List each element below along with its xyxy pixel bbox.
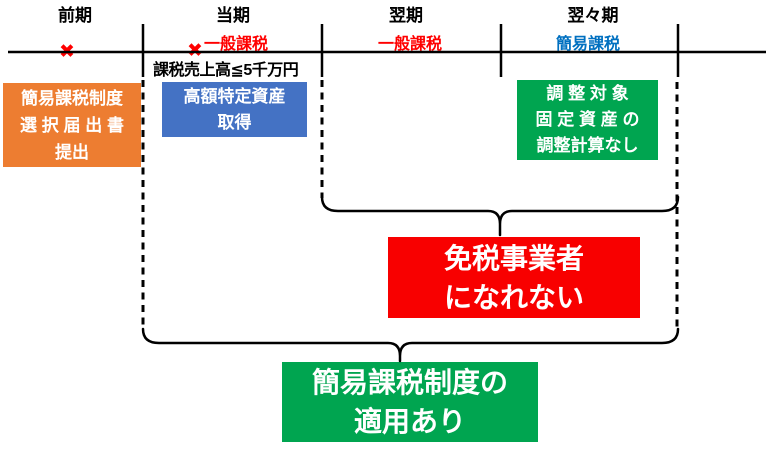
box-asset-line: 取得	[217, 112, 252, 132]
box-cannot-become-exempt: 免税事業者 になれない	[388, 237, 640, 318]
box-filing-notification: 簡易課税制度 選 択 届 出 書 提出	[3, 83, 141, 167]
box-simplified-line: 適用あり	[353, 406, 466, 437]
box-no-adjustment-calc: 調 整 対 象 固 定 資 産 の 調整計算なし	[517, 80, 658, 160]
tax-label-current: 一般課税	[203, 36, 269, 53]
box-filing-line: 簡易課税制度	[21, 88, 123, 108]
brace-cannot-be-exempt	[320, 195, 680, 237]
tax-label-next: 一般課税	[377, 36, 443, 53]
period-label-after-next: 翌々期	[567, 6, 619, 25]
box-asset-line: 高額特定資産	[183, 86, 286, 106]
x-mark-icon: ✖	[59, 41, 75, 63]
box-filing-line: 提出	[55, 142, 89, 162]
box-exempt-line: になれない	[443, 281, 584, 313]
box-simplified-taxation-applies: 簡易課税制度の 適用あり	[282, 362, 538, 442]
period-label-next: 翌期	[389, 6, 423, 25]
box-noadjust-line: 調 整 対 象	[546, 84, 629, 103]
tax-label-after-next: 簡易課税	[555, 36, 621, 53]
taxable-sales-note: 課税売上高≦5千万円	[153, 62, 299, 79]
box-high-value-asset: 高額特定資産 取得	[162, 82, 307, 137]
period-label-prior: 前期	[58, 6, 92, 25]
box-filing-line: 選 択 届 出 書	[20, 115, 124, 135]
period-label-current: 当期	[216, 6, 250, 25]
box-noadjust-line: 固 定 資 産 の	[535, 110, 640, 129]
box-exempt-line: 免税事業者	[443, 242, 584, 274]
box-noadjust-line: 調整計算なし	[536, 136, 639, 155]
brace-simplified-applies	[141, 327, 680, 363]
box-simplified-line: 簡易課税制度の	[311, 367, 508, 398]
